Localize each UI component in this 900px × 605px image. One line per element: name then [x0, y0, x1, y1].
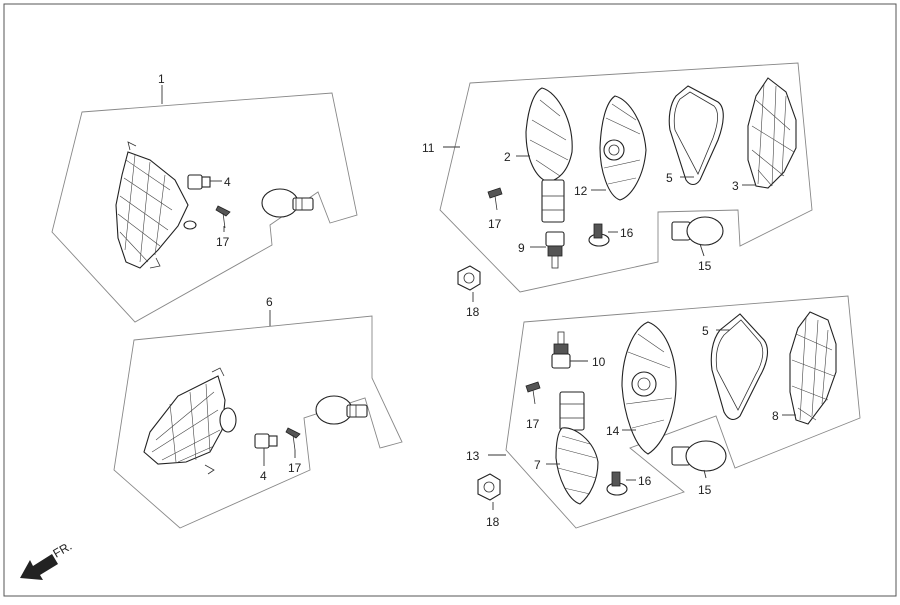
label-2: 2 [504, 150, 511, 164]
screw-16-b [606, 471, 628, 496]
bulb-15-upper [671, 216, 724, 246]
label-13: 13 [466, 449, 480, 463]
label-18a: 18 [466, 305, 480, 319]
screw-17-b [285, 427, 301, 451]
label-5b: 5 [702, 324, 709, 338]
bulb-group-6 [315, 395, 368, 425]
label-16b: 16 [638, 474, 652, 488]
label-11: 11 [422, 141, 435, 155]
label-10: 10 [592, 355, 606, 369]
label-9: 9 [518, 241, 525, 255]
label-4b: 4 [260, 469, 267, 483]
label-5a: 5 [666, 171, 673, 185]
label-3: 3 [732, 179, 739, 193]
direction-label: FR. [51, 539, 75, 561]
nut-18-lower [477, 473, 501, 501]
reflector-12 [599, 95, 647, 201]
label-17c: 17 [488, 217, 502, 231]
screw-17-a [215, 205, 231, 229]
diagram-frame [3, 3, 897, 597]
label-4a: 4 [224, 175, 231, 189]
label-14: 14 [606, 424, 620, 438]
label-16a: 16 [620, 226, 634, 240]
label-17b: 17 [288, 461, 302, 475]
label-18b: 18 [486, 515, 500, 529]
label-7: 7 [534, 458, 541, 472]
nut-18-upper [457, 265, 481, 291]
lens-2 [525, 87, 573, 223]
turn-signal-housing-1 [115, 141, 197, 269]
label-12: 12 [574, 184, 588, 198]
leader-15b [703, 469, 707, 479]
label-8: 8 [772, 409, 779, 423]
label-17d: 17 [526, 417, 540, 431]
group-13-outline [505, 295, 861, 529]
label-17a: 17 [216, 235, 230, 249]
gasket-5-upper [668, 85, 724, 186]
label-15b: 15 [698, 483, 712, 497]
group-11-outline [439, 62, 813, 293]
socket-4-upper [187, 174, 211, 190]
screw-17-d [525, 381, 541, 405]
screw-17-c [487, 187, 503, 211]
outer-lens-8 [789, 311, 837, 425]
bulb-15-lower [671, 440, 727, 472]
label-15a: 15 [698, 259, 712, 273]
leader-15a [699, 243, 705, 257]
lens-7 [555, 391, 599, 505]
group-6-outline [113, 315, 403, 529]
bulb-group-1 [261, 188, 314, 218]
front-direction-arrow-icon [20, 554, 58, 580]
reflector-14 [621, 321, 677, 455]
label-1: 1 [158, 72, 165, 86]
bolt-10 [551, 331, 571, 369]
bolt-9 [545, 231, 565, 269]
outer-lens-3 [747, 77, 797, 189]
gasket-5-lower [710, 313, 769, 421]
screw-16-a [588, 223, 610, 247]
label-6: 6 [266, 295, 273, 309]
turn-signal-housing-6 [143, 367, 237, 475]
socket-4-lower [254, 433, 278, 449]
